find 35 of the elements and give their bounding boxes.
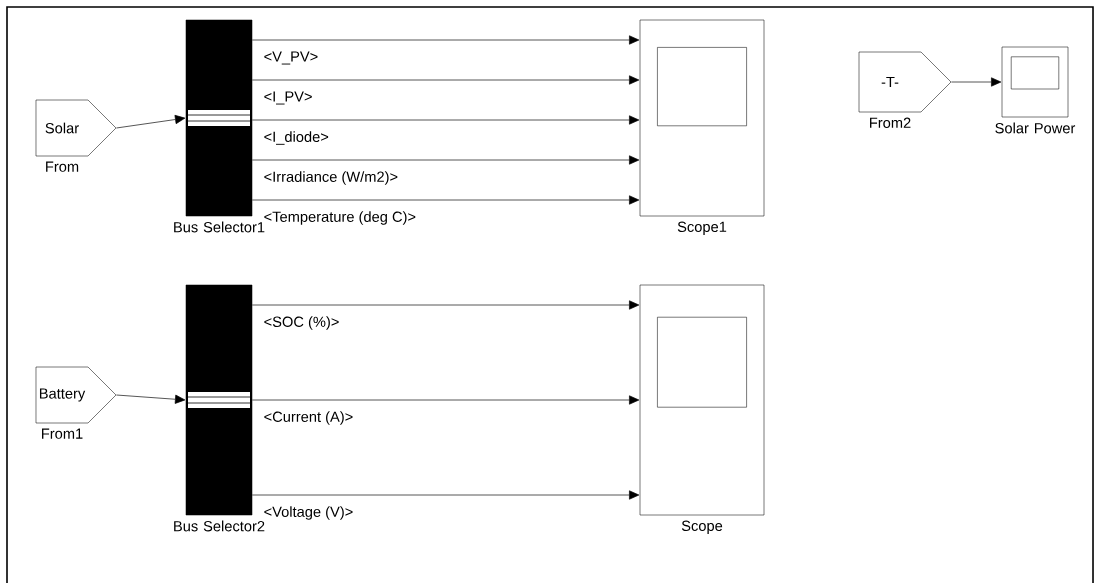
block-name: Scope: [681, 520, 723, 534]
block-name: From1: [42, 428, 83, 439]
signal-label: <Temperature (deg C)>: [262, 209, 418, 227]
arrow: [251, 195, 640, 205]
block-name: Bus Selector1: [174, 221, 265, 233]
arrow: [251, 115, 640, 125]
block-name: From2: [870, 117, 911, 128]
arrow: [251, 75, 640, 85]
scope-block: [639, 284, 765, 516]
arrow: [251, 490, 640, 500]
signal-label: <Current (A)>: [262, 409, 355, 427]
arrow: [116, 114, 186, 129]
bus-selector-bar: [185, 284, 253, 516]
from-block: Battery: [35, 366, 117, 424]
block-name: From: [46, 161, 79, 172]
arrow: [251, 395, 640, 405]
signal-label: <I_diode>: [262, 129, 331, 147]
bus-selector-bar: [185, 19, 253, 217]
arrow: [251, 300, 640, 310]
block-name: Scope1: [677, 221, 727, 235]
block-name: Solar Power: [995, 122, 1076, 134]
signal-label: <I_PV>: [262, 90, 314, 106]
signal-label: <Voltage (V)>: [262, 504, 355, 522]
scope-block: [639, 19, 765, 217]
block-name: Bus Selector2: [174, 520, 265, 532]
scope-block: [1001, 46, 1069, 118]
arrow: [251, 35, 640, 45]
arrow: [116, 394, 186, 404]
signal-label: <Irradiance (W/m2)>: [262, 169, 400, 187]
arrow: [951, 77, 1002, 87]
from-block: -T-: [858, 51, 952, 113]
arrow: [251, 155, 640, 165]
signal-label: <V_PV>: [262, 50, 320, 66]
from-block: Solar: [35, 99, 117, 157]
signal-label: <SOC (%)>: [262, 314, 341, 332]
